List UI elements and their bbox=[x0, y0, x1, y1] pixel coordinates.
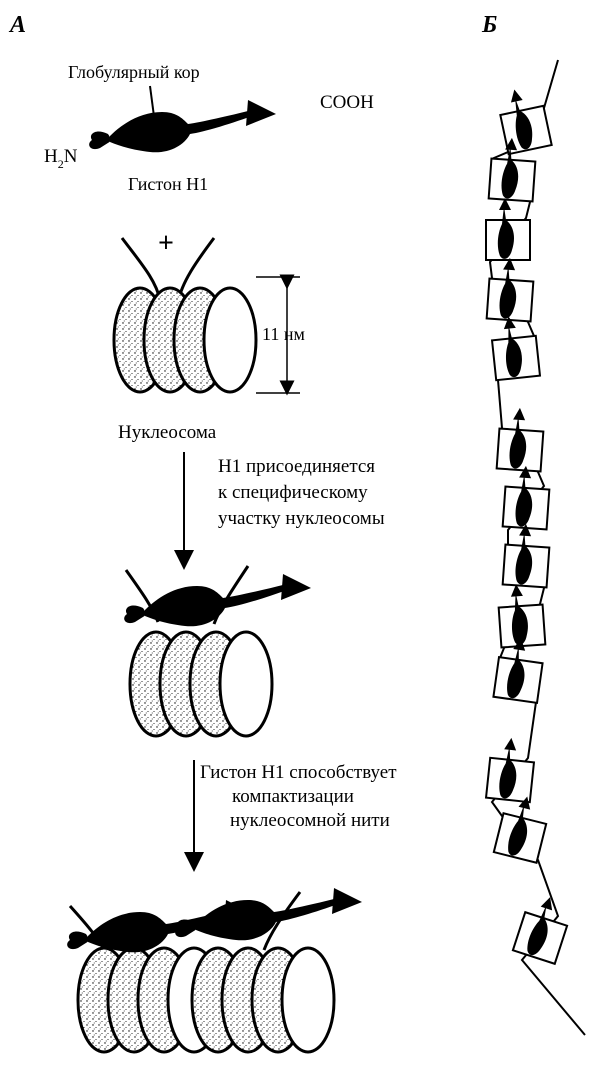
arrowhead-mark bbox=[505, 137, 518, 151]
histone-h1-mark bbox=[501, 145, 519, 199]
histone-h1-mark bbox=[515, 531, 533, 585]
globular-core-label: Глобулярный кор bbox=[68, 62, 200, 82]
nucleosome-with-h1 bbox=[124, 565, 311, 738]
histone-h1-mark bbox=[507, 645, 525, 699]
fiber-nucleosome-unit bbox=[501, 523, 551, 589]
compacted-nucleosomes bbox=[67, 888, 362, 1054]
arrowhead-mark bbox=[503, 316, 516, 330]
fiber-nucleosome-unit bbox=[501, 465, 551, 531]
histone-h1-mark bbox=[515, 473, 533, 527]
arrowhead-mark bbox=[510, 89, 523, 103]
histone-h1-name: Гистон H1 bbox=[128, 174, 208, 194]
fiber-nucleosome-unit bbox=[495, 407, 545, 473]
charge-sign: + bbox=[158, 228, 174, 259]
step2-text: Гистон H1 способствует компактизации нук… bbox=[200, 762, 401, 831]
panel-label-b: Б bbox=[481, 12, 497, 38]
arrowhead-mark bbox=[510, 584, 523, 597]
nucleosome-free: + 11 нм Нуклеосома bbox=[112, 228, 305, 443]
arrowhead-mark bbox=[513, 407, 526, 421]
nucleosome-core bbox=[112, 286, 258, 394]
arrowhead-mark bbox=[504, 737, 517, 751]
c-terminus-label: COOH bbox=[320, 92, 374, 113]
nucleosome-core bbox=[190, 946, 336, 1054]
arrowhead-mark bbox=[519, 465, 532, 479]
fiber-nucleosome-unit bbox=[492, 637, 544, 704]
fiber-nucleosome-unit bbox=[487, 137, 537, 203]
histone-h1-mark bbox=[508, 804, 528, 856]
fiber-nucleosome-unit bbox=[490, 316, 542, 382]
histone-h1-mark bbox=[515, 97, 533, 150]
fiber-nucleosome-unit bbox=[485, 257, 535, 323]
histone-h1-mark bbox=[509, 415, 527, 469]
fiber-nucleosome-unit bbox=[497, 584, 547, 649]
histone-h1-mark bbox=[527, 904, 548, 956]
histone-h1-mark bbox=[499, 745, 517, 799]
nucleosome-label: Нуклеосома bbox=[118, 422, 217, 443]
histone-h1-mark bbox=[499, 265, 517, 319]
histone-h1-bound bbox=[175, 888, 362, 941]
histone-h1-molecule: Глобулярный кор H2N COOH Гистон H1 bbox=[44, 62, 374, 194]
fiber-nucleosome-unit bbox=[511, 897, 569, 966]
fiber-nucleosome-unit bbox=[484, 737, 536, 804]
arrowhead-mark bbox=[540, 897, 553, 911]
histone-h1-mark bbox=[511, 592, 528, 646]
panel-label-a: А bbox=[8, 12, 26, 38]
histone-h1-mark bbox=[505, 324, 522, 378]
fiber-nucleosome-unit bbox=[492, 796, 548, 864]
arrowhead-mark bbox=[519, 523, 532, 537]
histone-h1-shape bbox=[89, 100, 276, 153]
nucleosome-fiber bbox=[484, 59, 586, 1036]
step1-text: H1 присоединяется к специфическому участ… bbox=[218, 456, 385, 529]
nucleosome-core bbox=[128, 630, 274, 738]
histone-h1-mark bbox=[497, 206, 514, 259]
arrowhead-mark bbox=[513, 637, 526, 651]
n-terminus-label: H2N bbox=[44, 146, 78, 171]
fiber-nucleosome-unit bbox=[485, 198, 531, 261]
size-label: 11 нм bbox=[262, 324, 305, 344]
arrowhead-mark bbox=[499, 198, 511, 210]
arrowhead-mark bbox=[518, 796, 531, 810]
arrowhead-mark bbox=[503, 257, 516, 271]
fiber-nucleosome-unit bbox=[499, 89, 553, 156]
